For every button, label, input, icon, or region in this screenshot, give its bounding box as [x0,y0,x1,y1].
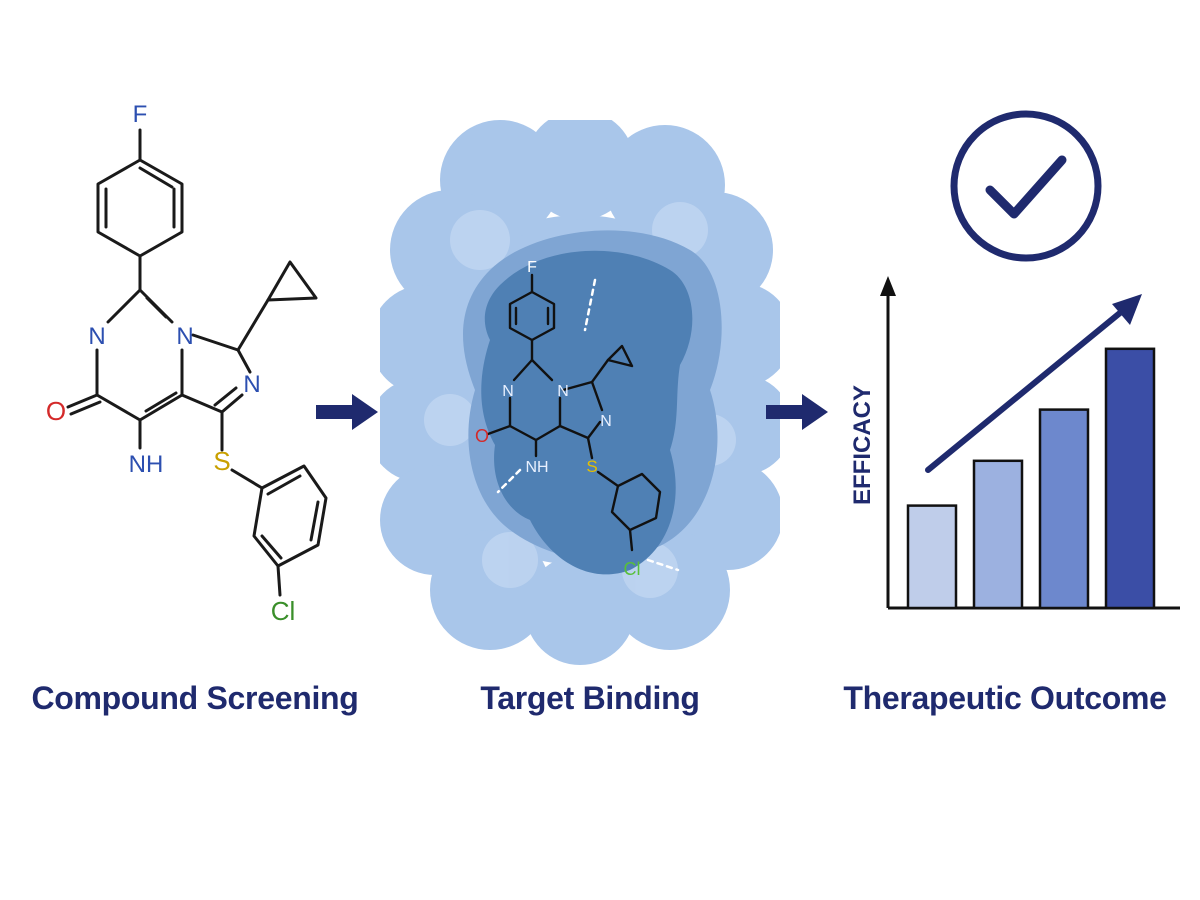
arrow-right-icon [316,394,378,430]
ligand-sulfur: S [586,457,597,476]
protein-target: F N N N O NH S Cl [380,120,780,665]
ligand-nitrogen-3: N [600,413,612,430]
trend-arrowhead [1112,294,1142,325]
nitrogen-atom-1: N [88,323,105,350]
ligand-amine: NH [525,459,548,476]
ligand-chlorine: Cl [624,559,641,579]
chlorine-atom: Cl [271,596,296,626]
step-label-target-binding: Target Binding [480,680,700,716]
nitrogen-atom-2: N [176,323,193,350]
efficacy-bar-1 [906,504,958,610]
trend-arrow [925,305,1129,473]
efficacy-bar-3 [1038,408,1090,610]
fluorine-atom: F [133,101,148,128]
step-label-compound-screening: Compound Screening [31,680,359,716]
efficacy-bar-2 [972,459,1024,610]
efficacy-chart: EFFICACY [849,276,1180,610]
compound-molecule: F N N N O NH S Cl [46,101,328,626]
nitrogen-atom-3: N [243,371,260,398]
y-axis-arrowhead [880,276,896,296]
ligand-nitrogen-2: N [557,383,569,400]
arrow-right-icon [766,394,828,430]
efficacy-bar-4 [1104,347,1156,610]
sulfur-atom: S [213,446,230,476]
ligand-oxygen: O [475,426,489,446]
amine-group: NH [129,451,164,478]
y-axis-label: EFFICACY [849,385,876,505]
checkmark-icon [950,110,1102,262]
ligand-fluorine: F [527,259,537,276]
step-label-therapeutic-outcome: Therapeutic Outcome [843,680,1167,716]
ligand-nitrogen-1: N [502,383,514,400]
oxygen-atom: O [46,396,66,426]
